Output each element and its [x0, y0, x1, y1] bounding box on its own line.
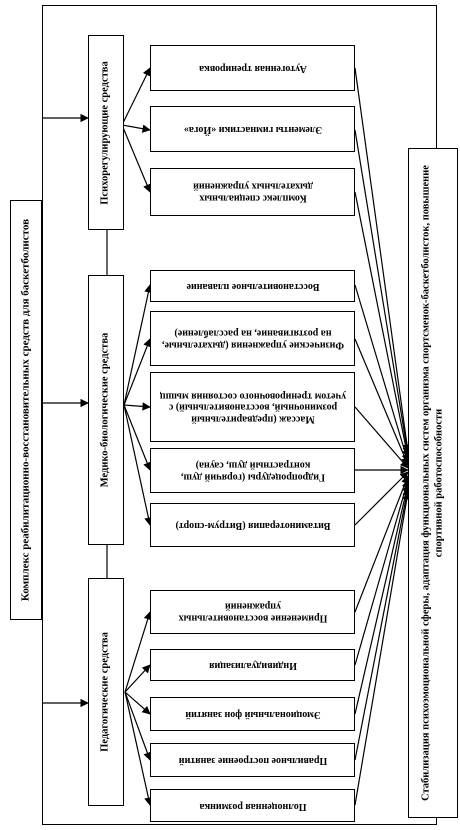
item-massage: Массаж (предварительный розминочный, вос… [150, 372, 355, 442]
group-medbio-box: Медико-биологические средства [88, 275, 124, 545]
item-hydroprocedures: Гидропроцедуры (горячий душ, контрастный… [150, 448, 355, 493]
item-yoga-elements: Элементы гимнастики «Йога» [150, 106, 355, 152]
item-label: Эмоциональный фон занятий [184, 708, 321, 720]
item-label: Аутогенная тренировка [198, 62, 307, 74]
item-label: Массаж (предварительный розминочный, вос… [159, 390, 346, 425]
item-autogenic-training: Аутогенная тренировка [150, 45, 355, 91]
item-label: Индивидуализация [208, 659, 297, 671]
item-label: Физические упражнения (дыхательные, на р… [161, 327, 344, 351]
main-complex-box: Комплекс реабилитационно-восстановительн… [10, 200, 42, 620]
item-label: Правильное построение занятий [178, 754, 327, 766]
item-label: Восстановительное плавание [186, 280, 319, 292]
group-psychoregulatory-box: Психорегулирующие средства [88, 35, 124, 230]
item-breathing-exercises: Комплекс специальных дыхательных упражне… [150, 168, 355, 216]
item-lesson-structure: Правильное построение занятий [150, 743, 355, 777]
item-recovery-swimming: Восстановительное плавание [150, 270, 355, 302]
result-label: Стабилизация психоэмоциональной сферы, а… [420, 165, 444, 801]
group-pedagogical-box: Педагогические средства [88, 578, 124, 806]
item-label: Гидропроцедуры (горячий душ, контрастный… [180, 459, 325, 483]
group-pedagogical-label: Педагогические средства [99, 632, 111, 752]
group-medbio-label: Медико-биологические средства [99, 332, 111, 488]
item-vitamin-therapy: Витаминотерапия (Витрум-спорт) [150, 503, 355, 547]
item-label: Полноценная розминка [198, 800, 307, 812]
item-physical-exercises: Физические упражнения (дыхательные, на р… [150, 311, 355, 366]
item-individualization: Индивидуализация [150, 649, 355, 681]
item-label: Витаминотерапия (Витрум-спорт) [175, 519, 330, 531]
item-recovery-exercises: Применение восстановительных упражнений [150, 590, 355, 634]
item-label: Комплекс специальных дыхательных упражне… [192, 181, 313, 204]
item-label: Элементы гимнастики «Йога» [183, 123, 322, 135]
item-label: Применение восстановительных упражнений [178, 601, 327, 624]
group-psychoregulatory-label: Психорегулирующие средства [99, 60, 111, 205]
item-emotional-background: Эмоциональный фон занятий [150, 697, 355, 731]
result-box: Стабилизация психоэмоциональной сферы, а… [408, 148, 458, 818]
main-complex-label: Комплекс реабилитационно-восстановительн… [19, 218, 32, 602]
item-full-warmup: Полноценная розминка [150, 789, 355, 822]
